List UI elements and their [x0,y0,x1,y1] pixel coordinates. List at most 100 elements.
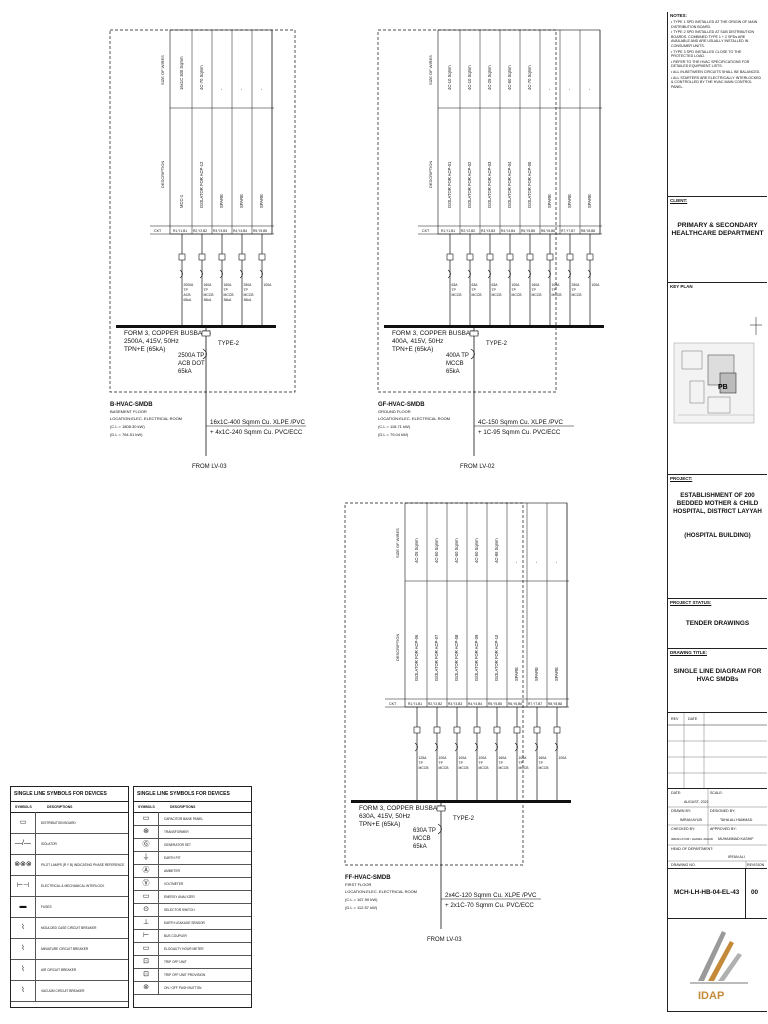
busbar-spec: FORM 3, COPPER BUSBARS [392,330,479,337]
circuit-id: R2,Y2,B2 [461,229,475,233]
cable-size: 4C-50 Sqmm [434,538,439,563]
head-label: HEAD OF DEPARTMENT: [671,847,713,851]
legend-symbol-icon: —/— [11,833,36,854]
feeder-description: SPARE [259,194,264,208]
connected-load: (C.L = 1808.30 kW) [110,424,145,429]
cable-spec-ecc: + 2x1C-70 Sqmm Cu. PVC/ECC [445,902,534,909]
drawing-title-section: DRAWING TITLE: SINGLE LINE DIAGRAM FOR H… [668,648,767,712]
incomer-rating: MCCB [413,836,431,842]
cable-size: 4C-25 Sqmm [487,65,492,90]
breaker-rating: 160A [539,756,548,760]
feeder-description: ISOLATOR FOR ACP-04 [507,161,512,208]
spd-icon [201,330,211,337]
breaker-rating: TP [472,288,477,292]
drawn-by: IMRAN AYUB [680,818,702,822]
legend-right: SINGLE LINE SYMBOLS FOR DEVICES SYMBOLS … [133,786,252,1008]
legend-row: ⊚ON / OFF PUSH BUTTON [134,981,251,995]
mccb-icon [554,742,558,752]
breaker-rating: TP [492,288,497,292]
cable-size: 4C-70 Sqmm [199,65,204,90]
mccb-icon [259,269,263,279]
incomer-breaker-icon [437,823,442,835]
project-heading: PROJECT: [670,476,693,481]
mccb-icon [567,269,571,279]
mccb-icon [474,742,478,752]
breaker-rating: MCCB [539,766,550,770]
busbar-spec: 630A, 415V, 50Hz [359,813,410,820]
legend-symbol-icon: Ⓖ [134,838,159,851]
cable-size: - [547,88,552,90]
mccb-icon [239,269,243,279]
breaker-rating: TP [519,761,524,765]
breaker-icon [473,726,481,734]
legend-row: ⊡TRIP OFF UNIT [134,955,251,969]
mccb-icon [587,269,591,279]
checked-by-label: CHECKED BY: [671,827,696,831]
legend-symbol-icon: ⊚ [134,981,159,994]
legend-symbol-icon: ▬ [11,896,36,917]
breaker-rating: TP [459,761,464,765]
mccb-icon [434,742,438,752]
circuit-id: R8,Y8,B8 [548,702,562,706]
breaker-rating: 100A [264,283,273,287]
breaker-rating: 160A [499,756,508,760]
cable-size: - [514,561,519,563]
checked-by: IMRAN AYUB / HAMZA JAVAID [671,837,714,841]
legend-row: ▭CAPACITOR BANK PANEL [134,812,251,826]
busbar-spec: TPN+E (65kA) [124,346,165,353]
breaker-rating: MCCB [244,293,255,297]
breaker-rating: MCCB [224,293,235,297]
size-label: SIZE OF WIRES [160,55,165,85]
project-sub: (HOSPITAL BUILDING) [684,532,751,539]
ckt-label: CKT [154,229,162,233]
legend-symbol-icon: ⌇ [11,980,36,1001]
panel-floor: GROUND FLOOR [378,409,411,414]
incomer-breaker-icon [202,348,207,360]
date-value: AUGUST, 2021 [684,800,709,804]
feeder-table [404,502,568,708]
breaker-icon [493,726,501,734]
breaker-rating: MCCB [419,766,430,770]
logo-text: IDAP [698,990,724,1002]
legend-symbol-icon: Ⓐ [134,864,159,877]
note-item: • ALL IN-BETWEEN CIRCUITS SHALL BE BALAN… [671,69,761,74]
mccb-icon [487,269,491,279]
legend-row: ⌇VACUUM CIRCUIT BREAKER [11,980,128,1002]
scale-label: SCALE: [710,791,723,795]
breaker-rating: 160A [532,283,541,287]
rev-header: REV [671,717,679,721]
legend-row: ▬FUSES [11,896,128,918]
legend-symbol-icon: ▭ [11,812,36,833]
mccb-icon [507,269,511,279]
circuit-id: R6,Y6,B6 [508,702,522,706]
breaker-rating: TP [419,761,424,765]
breaker-rating: MCCB [499,766,510,770]
legend-description: EARTH PIT [164,855,181,860]
legend-symbol-icon: ▭ [134,890,159,903]
breaker-rating: MCCB [479,766,490,770]
legend-row: ▭ENERGY ANALYZER [134,890,251,904]
meta-section: DATE: AUGUST, 2021 SCALE: DRAWN BY: IMRA… [668,788,767,869]
drawing-no: MCH-LH-HB-04-EL-43 [674,889,740,896]
breaker-icon [453,726,461,734]
breaker-rating: TP [244,288,249,292]
legend-description: ISOLATOR [41,841,57,846]
spd-icon [436,805,446,812]
breaker-rating: 250A [572,283,581,287]
mccb-icon [179,269,183,279]
legend-description: TRIP OFF UNIT PROVISION [164,972,206,977]
incomer-rating: 65kA [178,369,192,375]
drawing-title-heading: DRAWING TITLE: [670,650,707,655]
breaker-rating: TP [184,288,189,292]
mccb-icon [467,269,471,279]
incomer-rating: MCCB [446,361,464,367]
project-section: PROJECT: ESTABLISHMENT OF 200 BEDDED MOT… [668,474,767,598]
source-label: FROM LV-03 [192,464,227,470]
ckt-label: CKT [422,229,430,233]
desc-label: DESCRIPTION [160,161,165,188]
demand-load: (D.L = 79.04 kW) [378,432,409,437]
legend-description: DISTRIBUTION BOARD [41,820,76,825]
breaker-icon [198,253,206,261]
breaker-rating: MCCB [439,766,450,770]
